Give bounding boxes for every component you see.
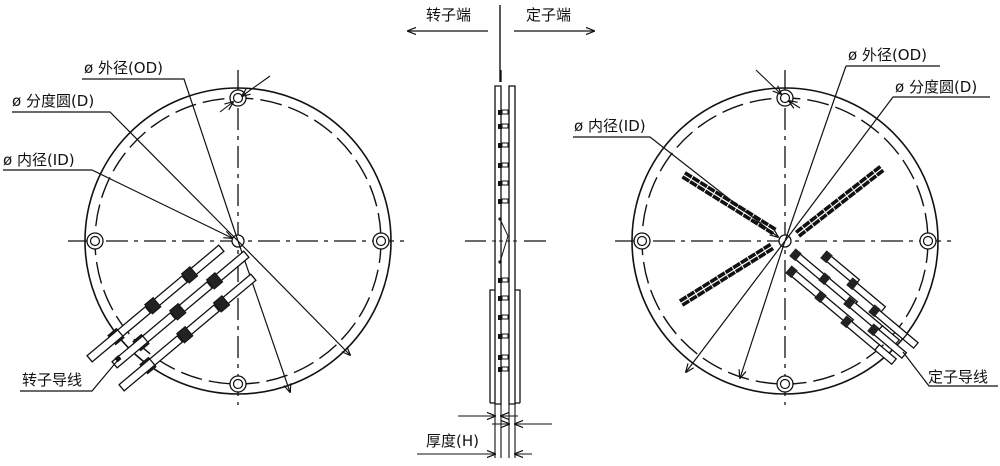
right-view-stator — [573, 66, 998, 405]
left-id-label: ø 内径(ID) — [3, 151, 75, 169]
thickness-label: 厚度(H) — [426, 432, 479, 450]
rotor-side-label: 转子端 — [426, 6, 472, 24]
bolt-hole-right — [372, 232, 390, 250]
bolt-hole-top — [229, 89, 247, 107]
stator-leads-label: 定子导线 — [928, 368, 989, 386]
right-pcd-label: ø 分度圆(D) — [895, 78, 978, 96]
side-view-section — [408, 5, 594, 458]
left-view-rotor — [3, 70, 408, 405]
left-od-label: ø 外径(OD) — [84, 59, 164, 77]
right-od-label: ø 外径(OD) — [848, 46, 928, 64]
bolt-hole-left — [86, 232, 104, 250]
rotor-leads-label: 转子导线 — [22, 371, 83, 389]
right-id-label: ø 内径(ID) — [574, 117, 646, 135]
left-pcd-label: ø 分度圆(D) — [12, 92, 95, 110]
bolt-hole-bottom — [229, 375, 247, 393]
stator-side-label: 定子端 — [526, 6, 572, 24]
